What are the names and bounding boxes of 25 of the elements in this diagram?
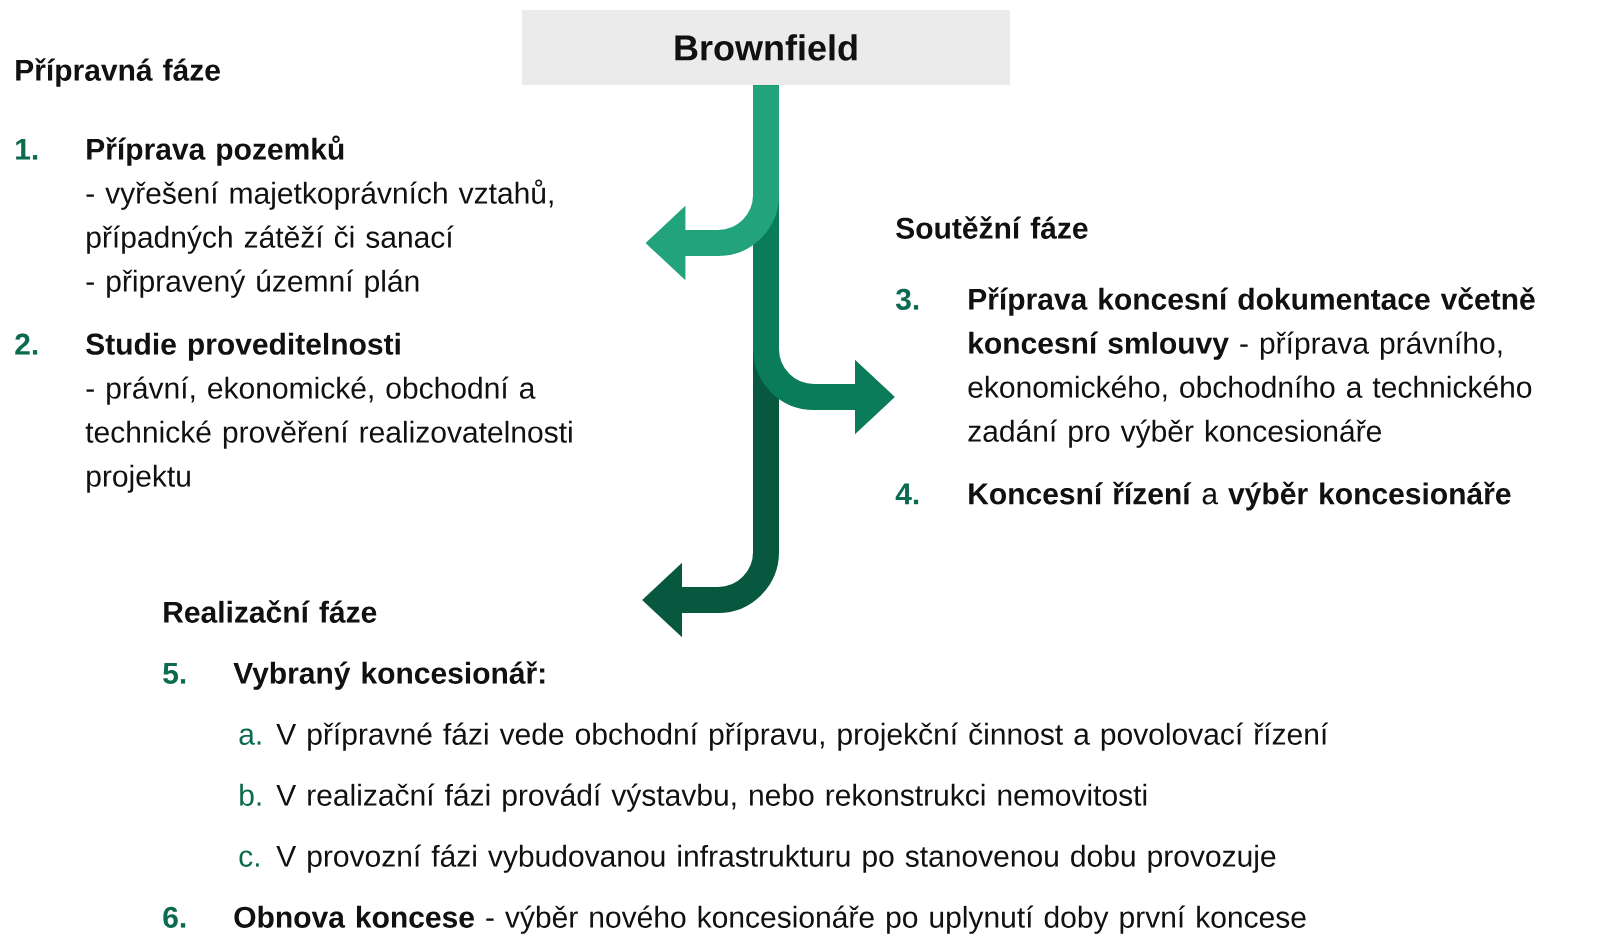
item-text: V přípravné fázi vede obchodní přípravu, projekční činnost a povolovací řízení: [276, 722, 1329, 751]
item-title: Studie proveditelnosti: [86, 332, 400, 361]
item-title: Vybraný koncesionář:: [233, 661, 545, 690]
item-text: Koncesní řízení a výběr koncesionáře: [969, 481, 1511, 511]
item-text: Příprava koncesní dokumentace včetně koncesní smlouvy - příprava právního, ekonomického, obchodního a technického zadání pro výběr koncesionáře: [968, 287, 1535, 448]
list-letter: c.: [239, 850, 259, 867]
item-text: V realizační fázi provádí výstavbu, nebo rekonstrukci nemovitosti: [276, 783, 1147, 812]
item-number: 1.: [16, 138, 38, 160]
item-text: - právní, ekonomické, obchodní a technické prověření realizovatelnosti projektu: [85, 376, 572, 493]
item-number: 4.: [895, 483, 919, 505]
title-box: Brownfield: [522, 10, 1010, 85]
list-letter: a.: [239, 728, 261, 745]
phase-heading: Realizační fáze: [164, 600, 377, 623]
item-text: Obnova koncese - výběr nového koncesionáře po uplynutí doby první koncese: [234, 905, 1306, 934]
item-title: Příprava pozemků: [87, 135, 344, 166]
item-text: - připravený územní plán: [86, 269, 419, 298]
phase-heading: Soutěžní fáze: [896, 216, 1088, 239]
item-number: 2.: [15, 333, 38, 355]
item-text: - vyřešení majetkoprávních vztahů, případných zátěží či sanací: [86, 179, 553, 254]
item-number: 6.: [163, 906, 186, 928]
item-number: 3.: [895, 288, 919, 310]
phase-heading: Přípravná fáze: [16, 58, 220, 87]
item-text: V provozní fázi vybudovanou infrastrukturu po stanovenou dobu provozuje: [276, 844, 1276, 873]
list-letter: b.: [240, 783, 261, 806]
item-number: 5.: [163, 662, 186, 684]
